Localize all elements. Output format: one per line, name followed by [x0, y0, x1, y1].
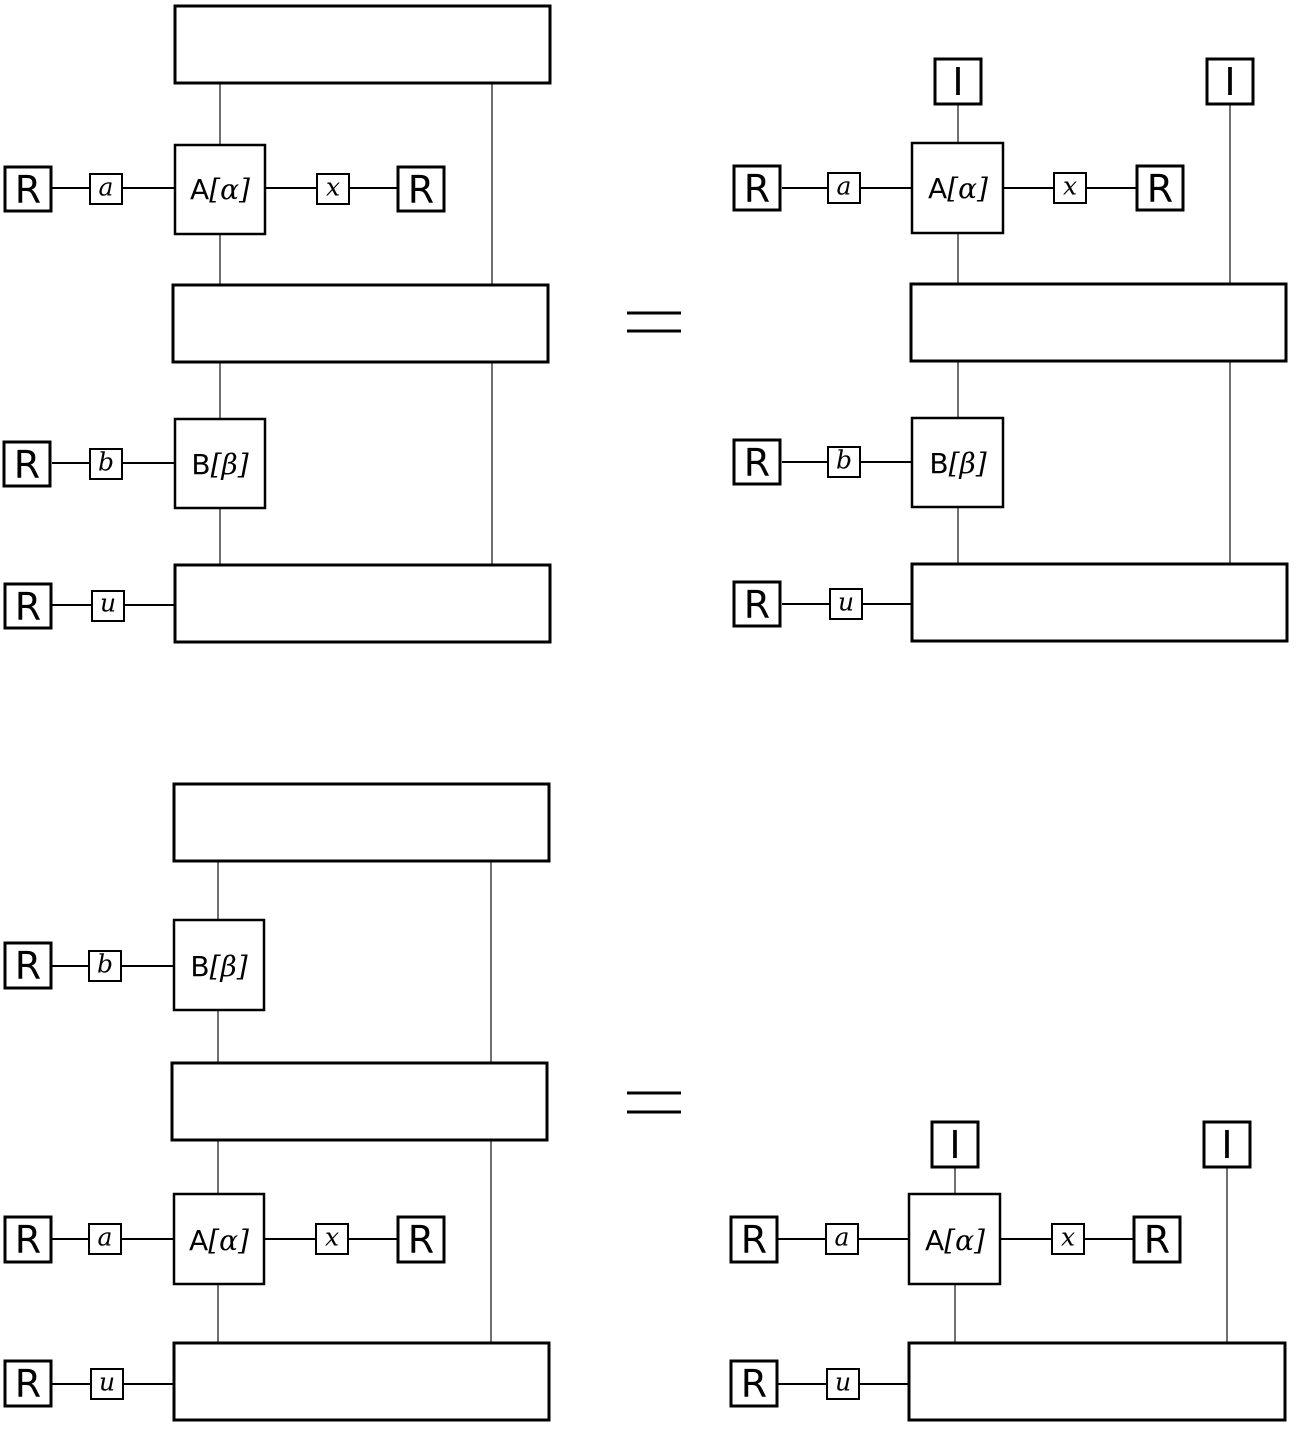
r-box: [732, 164, 782, 212]
r-label: R: [14, 443, 40, 487]
x-label: x: [326, 173, 340, 202]
node-a-alpha-label: A[α]: [925, 1224, 985, 1257]
b-box: [827, 446, 861, 478]
r-box: [3, 1215, 53, 1264]
r-label: R: [15, 1218, 41, 1262]
i-label: I: [1221, 1123, 1232, 1167]
r-label: R: [15, 944, 41, 988]
r-label: R: [1147, 167, 1173, 211]
x-box: [1053, 172, 1087, 204]
u-box: [91, 590, 125, 622]
r-label: R: [15, 168, 41, 212]
tensor-block: [909, 282, 1288, 363]
x-box: [315, 1223, 349, 1255]
r-box: [1135, 164, 1185, 212]
x-box: [1051, 1223, 1085, 1255]
node-b-beta: [910, 416, 1005, 509]
u-label: u: [838, 588, 854, 617]
node-a-alpha-label: A[α]: [928, 172, 988, 205]
bottom-right-diagram: I I A[α] R R R a x u: [729, 1120, 1287, 1422]
r-label: R: [15, 1362, 41, 1406]
i-box: [933, 57, 983, 106]
b-label: b: [836, 446, 852, 475]
u-label: u: [835, 1368, 851, 1397]
tensor-block: [172, 782, 551, 863]
r-box: [3, 1359, 53, 1408]
r-box: [729, 1215, 779, 1264]
r-label: R: [741, 1218, 767, 1262]
tensor-block: [907, 1341, 1287, 1422]
top-left-diagram: A[α] B[β] R R R R a x b u: [2, 4, 552, 644]
node-b-beta: [173, 417, 267, 510]
tensor-block: [173, 563, 552, 644]
a-box: [825, 1223, 859, 1255]
r-box: [729, 1359, 779, 1408]
top-right-diagram: I I A[α] B[β] R R R R a x b u: [732, 57, 1289, 643]
tensor-block: [170, 1061, 549, 1142]
u-label: u: [100, 589, 116, 618]
node-a-alpha: [910, 141, 1005, 235]
r-box: [396, 1215, 446, 1264]
r-label: R: [744, 167, 770, 211]
x-label: x: [1063, 172, 1077, 201]
x-label: x: [325, 1223, 339, 1252]
i-box: [1205, 57, 1255, 106]
node-b-beta: [172, 918, 266, 1012]
i-label: I: [952, 60, 963, 104]
x-box: [316, 173, 350, 205]
bottom-left-diagram: B[β] A[α] R R R R b a x u: [3, 782, 551, 1422]
r-label: R: [741, 1362, 767, 1406]
a-box: [89, 173, 123, 205]
r-label: R: [15, 585, 41, 629]
tensor-block: [910, 562, 1289, 643]
node-b-beta-label: B[β]: [191, 448, 248, 481]
tensor-block: [173, 4, 552, 85]
a-box: [827, 172, 861, 204]
node-a-alpha-label: A[α]: [189, 1224, 249, 1257]
b-box: [89, 448, 123, 480]
a-label: a: [98, 1223, 113, 1252]
b-box: [88, 950, 122, 982]
u-box: [829, 588, 863, 620]
r-box: [732, 580, 782, 628]
r-box: [1132, 1215, 1182, 1264]
u-label: u: [99, 1368, 115, 1397]
r-box: [2, 440, 52, 488]
a-label: a: [837, 172, 852, 201]
node-b-beta-label: B[β]: [190, 950, 247, 983]
r-box: [732, 438, 782, 486]
r-box: [3, 165, 53, 213]
r-box: [3, 941, 53, 990]
r-label: R: [408, 168, 434, 212]
node-a-alpha: [172, 1192, 266, 1286]
r-label: R: [408, 1218, 434, 1262]
x-label: x: [1061, 1223, 1075, 1252]
r-label: R: [1144, 1218, 1170, 1262]
u-box: [826, 1368, 860, 1400]
tensor-block: [172, 1341, 551, 1422]
equals-sign: [627, 311, 681, 333]
i-label: I: [1224, 60, 1235, 104]
a-box: [88, 1223, 122, 1255]
u-box: [90, 1368, 124, 1400]
node-a-alpha: [907, 1192, 1002, 1286]
a-label: a: [835, 1223, 850, 1252]
r-label: R: [744, 583, 770, 627]
i-label: I: [949, 1123, 960, 1167]
equals-sign: [627, 1091, 681, 1114]
node-b-beta-label: B[β]: [929, 447, 986, 480]
r-box: [3, 582, 53, 630]
node-a-alpha-label: A[α]: [190, 173, 250, 206]
node-a-alpha: [173, 143, 267, 236]
b-label: b: [97, 950, 113, 979]
r-label: R: [744, 441, 770, 485]
a-label: a: [99, 173, 114, 202]
i-box: [930, 1120, 980, 1169]
b-label: b: [98, 448, 114, 477]
tensor-block: [171, 283, 550, 364]
r-box: [396, 165, 446, 213]
i-box: [1202, 1120, 1252, 1169]
